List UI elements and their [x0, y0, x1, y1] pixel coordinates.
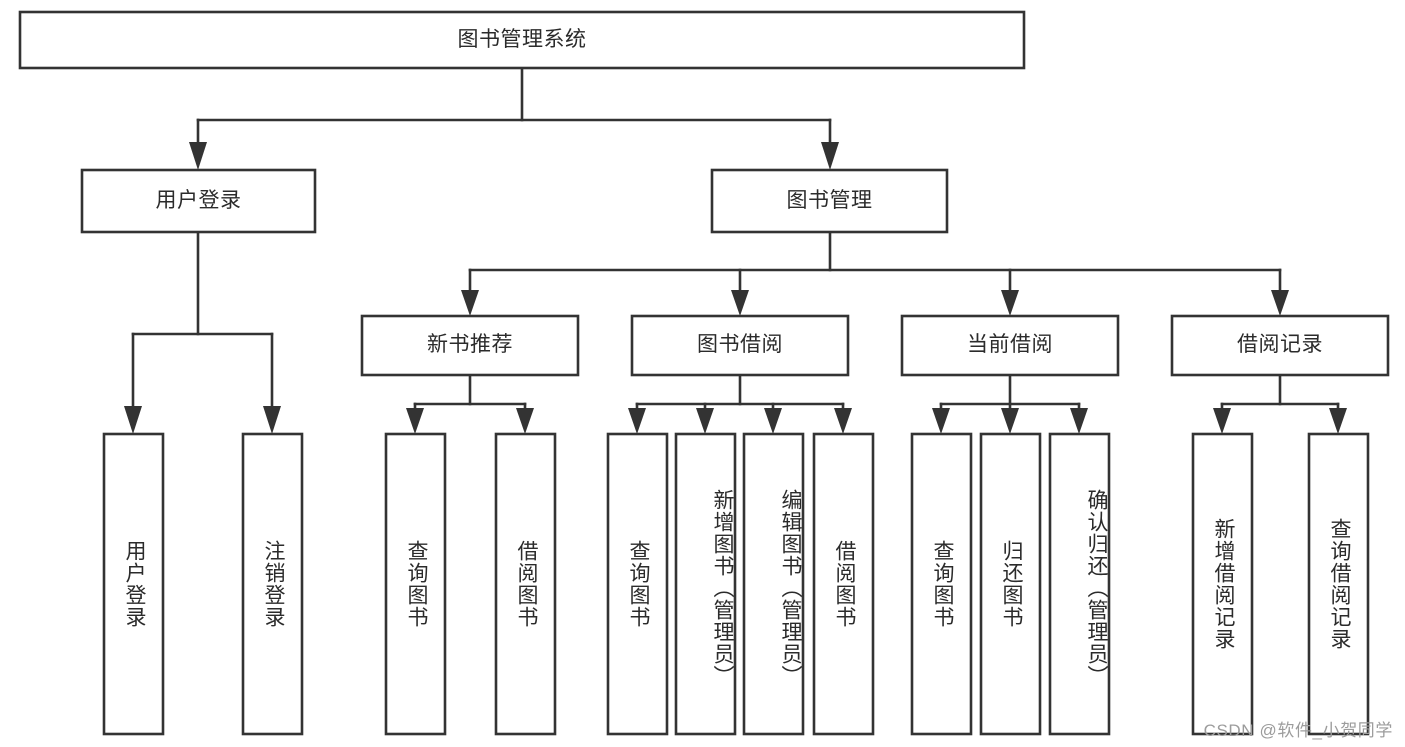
- arrow-head-leaf-add-book: [696, 408, 714, 434]
- node-box-leaf-add-record[interactable]: [1191, 432, 1254, 736]
- connector-group-borrow-record: [1213, 373, 1347, 434]
- arrow-head-book-manage: [821, 142, 839, 170]
- arrow-head-leaf-query-book-1: [406, 408, 424, 434]
- arrow-head-leaf-add-record: [1213, 408, 1231, 434]
- node-box-book-manage[interactable]: [710, 168, 949, 234]
- arrow-head-leaf-return-book: [1001, 408, 1019, 434]
- arrow-head-leaf-edit-book: [764, 408, 782, 434]
- connector-group-root: [189, 66, 839, 170]
- node-box-leaf-borrow-book-2[interactable]: [812, 432, 875, 736]
- arrow-head-user-login: [189, 142, 207, 170]
- watermark-text: CSDN @软件_小贺同学: [1203, 721, 1393, 740]
- node-box-new-book-recommend[interactable]: [360, 314, 580, 377]
- arrow-head-book-borrow: [731, 290, 749, 316]
- node-box-leaf-return-book[interactable]: [979, 432, 1042, 736]
- arrow-head-leaf-query-record: [1329, 408, 1347, 434]
- node-box-leaf-add-book[interactable]: [674, 432, 737, 736]
- node-box-leaf-edit-book[interactable]: [742, 432, 805, 736]
- connector-group-current-borrow: [932, 373, 1088, 434]
- connector-group-book-manage: [461, 230, 1289, 316]
- arrow-head-leaf-user-login: [124, 406, 142, 434]
- node-box-leaf-query-book-2[interactable]: [606, 432, 669, 736]
- node-box-leaf-user-login[interactable]: [102, 432, 165, 736]
- node-box-leaf-query-book-1[interactable]: [384, 432, 447, 736]
- arrow-head-borrow-record: [1271, 290, 1289, 316]
- arrow-head-leaf-confirm-return: [1070, 408, 1088, 434]
- node-box-leaf-user-logout[interactable]: [241, 432, 304, 736]
- node-box-borrow-record[interactable]: [1170, 314, 1390, 377]
- arrow-head-leaf-query-book-2: [628, 408, 646, 434]
- node-box-root[interactable]: [18, 10, 1026, 70]
- connector-group-user-login: [124, 230, 281, 434]
- node-box-leaf-query-book-3[interactable]: [910, 432, 973, 736]
- node-box-leaf-query-record[interactable]: [1307, 432, 1370, 736]
- arrow-head-current-borrow: [1001, 290, 1019, 316]
- arrow-head-leaf-borrow-book-2: [834, 408, 852, 434]
- connector-group-new-book-recommend: [406, 373, 534, 434]
- node-box-book-borrow[interactable]: [630, 314, 850, 377]
- node-box-leaf-borrow-book-1[interactable]: [494, 432, 557, 736]
- arrow-head-leaf-query-book-3: [932, 408, 950, 434]
- node-box-leaf-confirm-return[interactable]: [1048, 432, 1111, 736]
- connector-group-book-borrow: [628, 373, 852, 434]
- node-box-user-login[interactable]: [80, 168, 317, 234]
- node-box-current-borrow[interactable]: [900, 314, 1120, 377]
- arrow-head-leaf-user-logout: [263, 406, 281, 434]
- arrow-head-new-book-recommend: [461, 290, 479, 316]
- arrow-head-leaf-borrow-book-1: [516, 408, 534, 434]
